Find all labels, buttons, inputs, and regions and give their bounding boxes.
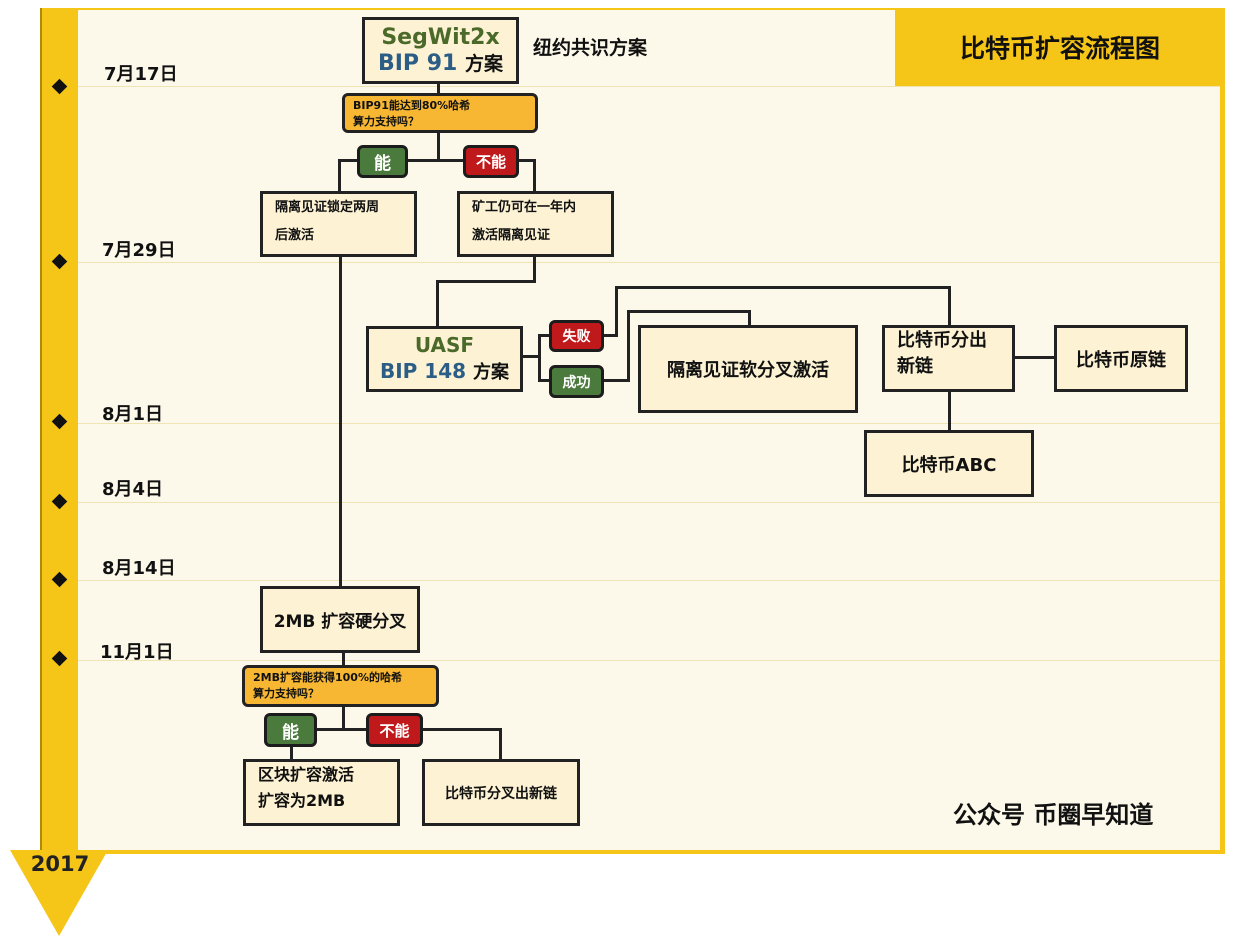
ny-consensus-note: 纽约共识方案: [533, 37, 648, 59]
connector: [436, 280, 536, 283]
miners-activate-box: 矿工仍可在一年内 激活隔离见证: [457, 191, 614, 257]
connector: [338, 159, 535, 162]
grid-line: [78, 262, 1220, 263]
split-chain-box: 比特币分出 新链: [882, 325, 1015, 392]
yes-badge: 能: [357, 145, 408, 178]
grid-line: [78, 660, 1220, 661]
question-line: 2MB扩容能获得100%的哈希: [253, 671, 402, 684]
hard-fork-box: 2MB 扩容硬分叉: [260, 586, 420, 653]
box-line: 激活隔离见证: [472, 228, 551, 243]
connector: [533, 159, 536, 192]
connector: [948, 390, 951, 432]
connector: [538, 334, 550, 337]
date-label: 7月17日: [104, 64, 178, 85]
connector: [602, 334, 617, 337]
date-label: 8月4日: [102, 479, 164, 500]
proposal-suffix: 方案: [465, 52, 504, 75]
question-line: BIP91能达到80%哈希: [353, 99, 471, 112]
grid-line: [78, 423, 1220, 424]
uasf-box: UASF BIP 148 方案: [366, 326, 523, 392]
grid-line: [78, 86, 1220, 87]
bip148-code: BIP 148: [379, 359, 467, 383]
watermark: 公众号 币圈早知道: [953, 801, 1154, 829]
segwit-softfork-box: 隔离见证软分叉激活: [638, 325, 858, 413]
year-label: 2017: [30, 852, 90, 876]
box-line: 后激活: [275, 228, 315, 243]
connector: [499, 728, 502, 761]
box-line: 扩容为2MB: [258, 791, 346, 810]
box-line: 矿工仍可在一年内: [472, 200, 577, 215]
grid-line: [78, 502, 1220, 503]
date-label: 8月1日: [102, 404, 164, 425]
box-line: 比特币分出: [897, 330, 987, 351]
original-chain-box: 比特币原链: [1054, 325, 1188, 392]
connector: [538, 379, 550, 382]
yes-badge: 能: [264, 713, 317, 747]
connector: [1013, 356, 1056, 359]
uasf-name: UASF: [414, 333, 475, 357]
connector: [342, 652, 345, 667]
question-line: 算力支持吗？: [253, 687, 319, 700]
connector: [437, 82, 440, 94]
connector: [615, 286, 950, 289]
connector: [520, 355, 540, 358]
success-badge: 成功: [549, 365, 604, 398]
box-line: 区块扩容激活: [258, 765, 355, 784]
no-badge: 不能: [463, 145, 519, 178]
connector: [615, 286, 618, 337]
connector: [339, 255, 342, 588]
bip91-code: BIP 91: [377, 50, 458, 76]
box-line: 隔离见证锁定两周: [275, 200, 380, 215]
bitcoin-abc-box: 比特币ABC: [864, 430, 1034, 497]
connector: [342, 705, 345, 730]
date-label: 7月29日: [102, 240, 176, 261]
connector: [627, 310, 750, 313]
diagram-panel: [78, 10, 1220, 850]
connector: [533, 255, 536, 282]
box-line: 新链: [897, 356, 933, 377]
connector: [627, 310, 630, 382]
fail-badge: 失败: [549, 320, 604, 352]
connector: [948, 286, 951, 328]
grid-line: [78, 580, 1220, 581]
connector: [538, 334, 541, 381]
page-title: 比特币扩容流程图: [895, 8, 1225, 86]
connector: [437, 130, 440, 160]
segwit-lock-box: 隔离见证锁定两周 后激活: [260, 191, 417, 257]
connector: [602, 379, 629, 382]
segwit2x-name: SegWit2x: [381, 24, 500, 50]
segwit2x-box: SegWit2x BIP 91 方案: [362, 17, 519, 84]
question-bip91: BIP91能达到80%哈希 算力支持吗？: [342, 93, 538, 133]
question-2mb: 2MB扩容能获得100%的哈希 算力支持吗？: [242, 665, 439, 707]
date-label: 11月1日: [100, 642, 174, 663]
timeline-arrow: [10, 850, 108, 936]
block-expand-box: 区块扩容激活 扩容为2MB: [243, 759, 400, 826]
connector: [436, 280, 439, 327]
question-line: 算力支持吗？: [353, 115, 419, 128]
no-badge: 不能: [366, 713, 423, 747]
uasf-proposal: BIP 148 方案: [380, 358, 509, 386]
date-label: 8月14日: [102, 558, 176, 579]
connector: [338, 159, 341, 192]
fork-new-chain-box: 比特币分叉出新链: [422, 759, 580, 826]
connector: [748, 310, 751, 328]
proposal-suffix: 方案: [473, 362, 510, 383]
segwit2x-proposal: BIP 91 方案: [378, 51, 503, 77]
